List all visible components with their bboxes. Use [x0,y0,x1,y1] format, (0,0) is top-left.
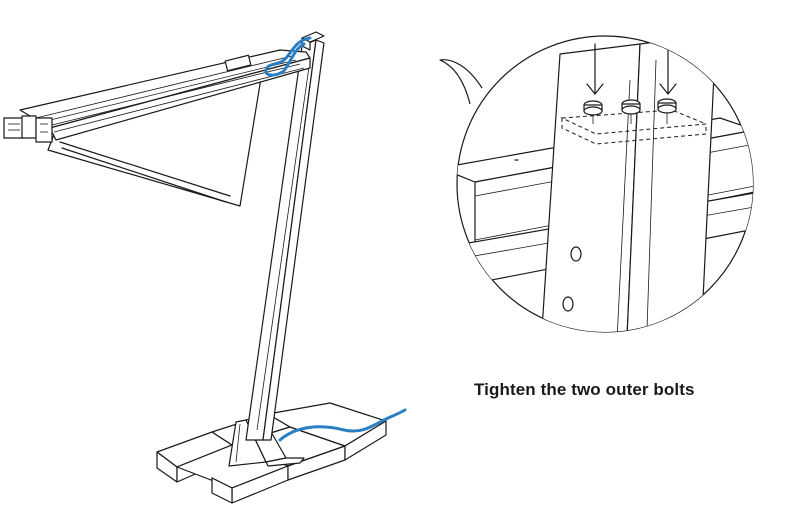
lamp-assembly [3,31,407,504]
center-bolt [621,99,641,124]
power-cable [264,36,312,77]
arrow-down-icon [586,43,604,95]
bolt-detail-callout [439,35,754,333]
power-cable-base [278,408,407,442]
outer-bolt-right [657,98,677,124]
light-bar [3,49,311,143]
mount-hole [570,246,582,262]
mount-hole [562,296,574,312]
instruction-caption: Tighten the two outer bolts [474,380,695,399]
arrow-down-icon [659,43,677,95]
callout-pointer [439,59,483,105]
outer-bolt-left [583,100,603,124]
